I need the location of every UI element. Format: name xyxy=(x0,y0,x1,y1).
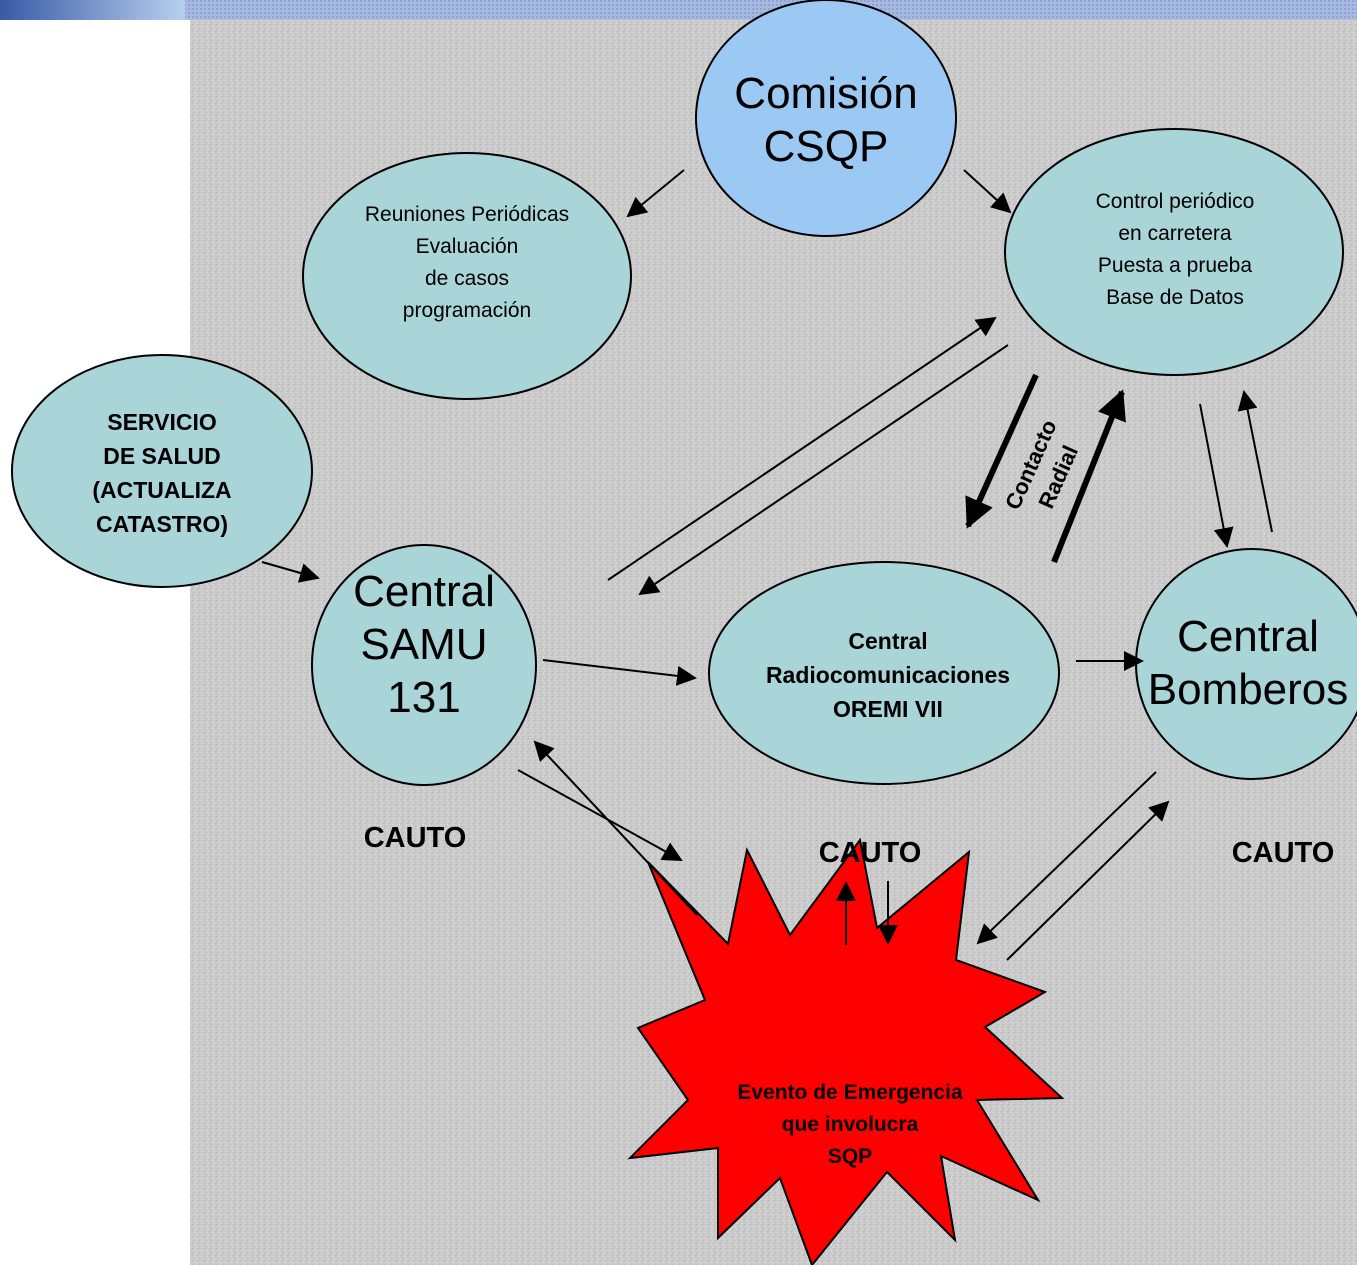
cauto-radio-label: CAUTO xyxy=(818,837,922,869)
comision-label: Comisión CSQP xyxy=(734,69,918,171)
reuniones-node xyxy=(302,152,632,400)
samu-node xyxy=(311,544,537,786)
bomberos-label: Central Bomberos xyxy=(1147,612,1349,714)
radio-node xyxy=(708,561,1060,785)
samu-label: Central SAMU 131 xyxy=(353,567,495,722)
arrow-contact-down xyxy=(965,373,1039,529)
arrow-evento-samu xyxy=(533,740,698,916)
connectors xyxy=(261,169,1273,961)
arrow-bomberos-control xyxy=(1237,390,1273,533)
reuniones-label: Reuniones Periódicas Evaluación de casos… xyxy=(364,203,570,322)
arrow-samu-evento xyxy=(517,769,683,861)
control-label: Control periódico en carretera Puesta a … xyxy=(1095,190,1255,309)
arrow-comision-control xyxy=(963,169,1012,214)
arrow-samu-control xyxy=(607,316,997,581)
comision-node xyxy=(695,0,957,237)
evento-label: Evento de Emergencia que involucra SQP xyxy=(737,1081,963,1168)
arrow-bomberos-evento xyxy=(976,771,1157,945)
corner-logo xyxy=(0,0,185,20)
top-banner xyxy=(0,0,1357,20)
arrow-control-samu xyxy=(638,344,1009,596)
arrow-servicio-samu xyxy=(261,561,320,583)
arrow-comision-reuniones xyxy=(626,169,685,218)
radio-label: Central Radiocomunicaciones OREMI VII xyxy=(765,628,1011,722)
cauto-bomberos-label: CAUTO xyxy=(1231,837,1335,869)
arrow-contact-up xyxy=(1051,389,1126,564)
servicio-label: SERVICIO DE SALUD (ACTUALIZA CATASTRO) xyxy=(92,409,232,537)
arrow-samu-radio xyxy=(542,659,697,686)
arrow-control-bomberos xyxy=(1199,403,1234,548)
control-node xyxy=(1004,128,1344,376)
evento-starburst xyxy=(627,837,1065,1265)
servicio-node xyxy=(11,354,313,588)
arrow-evento-bomberos xyxy=(1006,800,1170,961)
cauto-samu-label: CAUTO xyxy=(363,822,467,854)
